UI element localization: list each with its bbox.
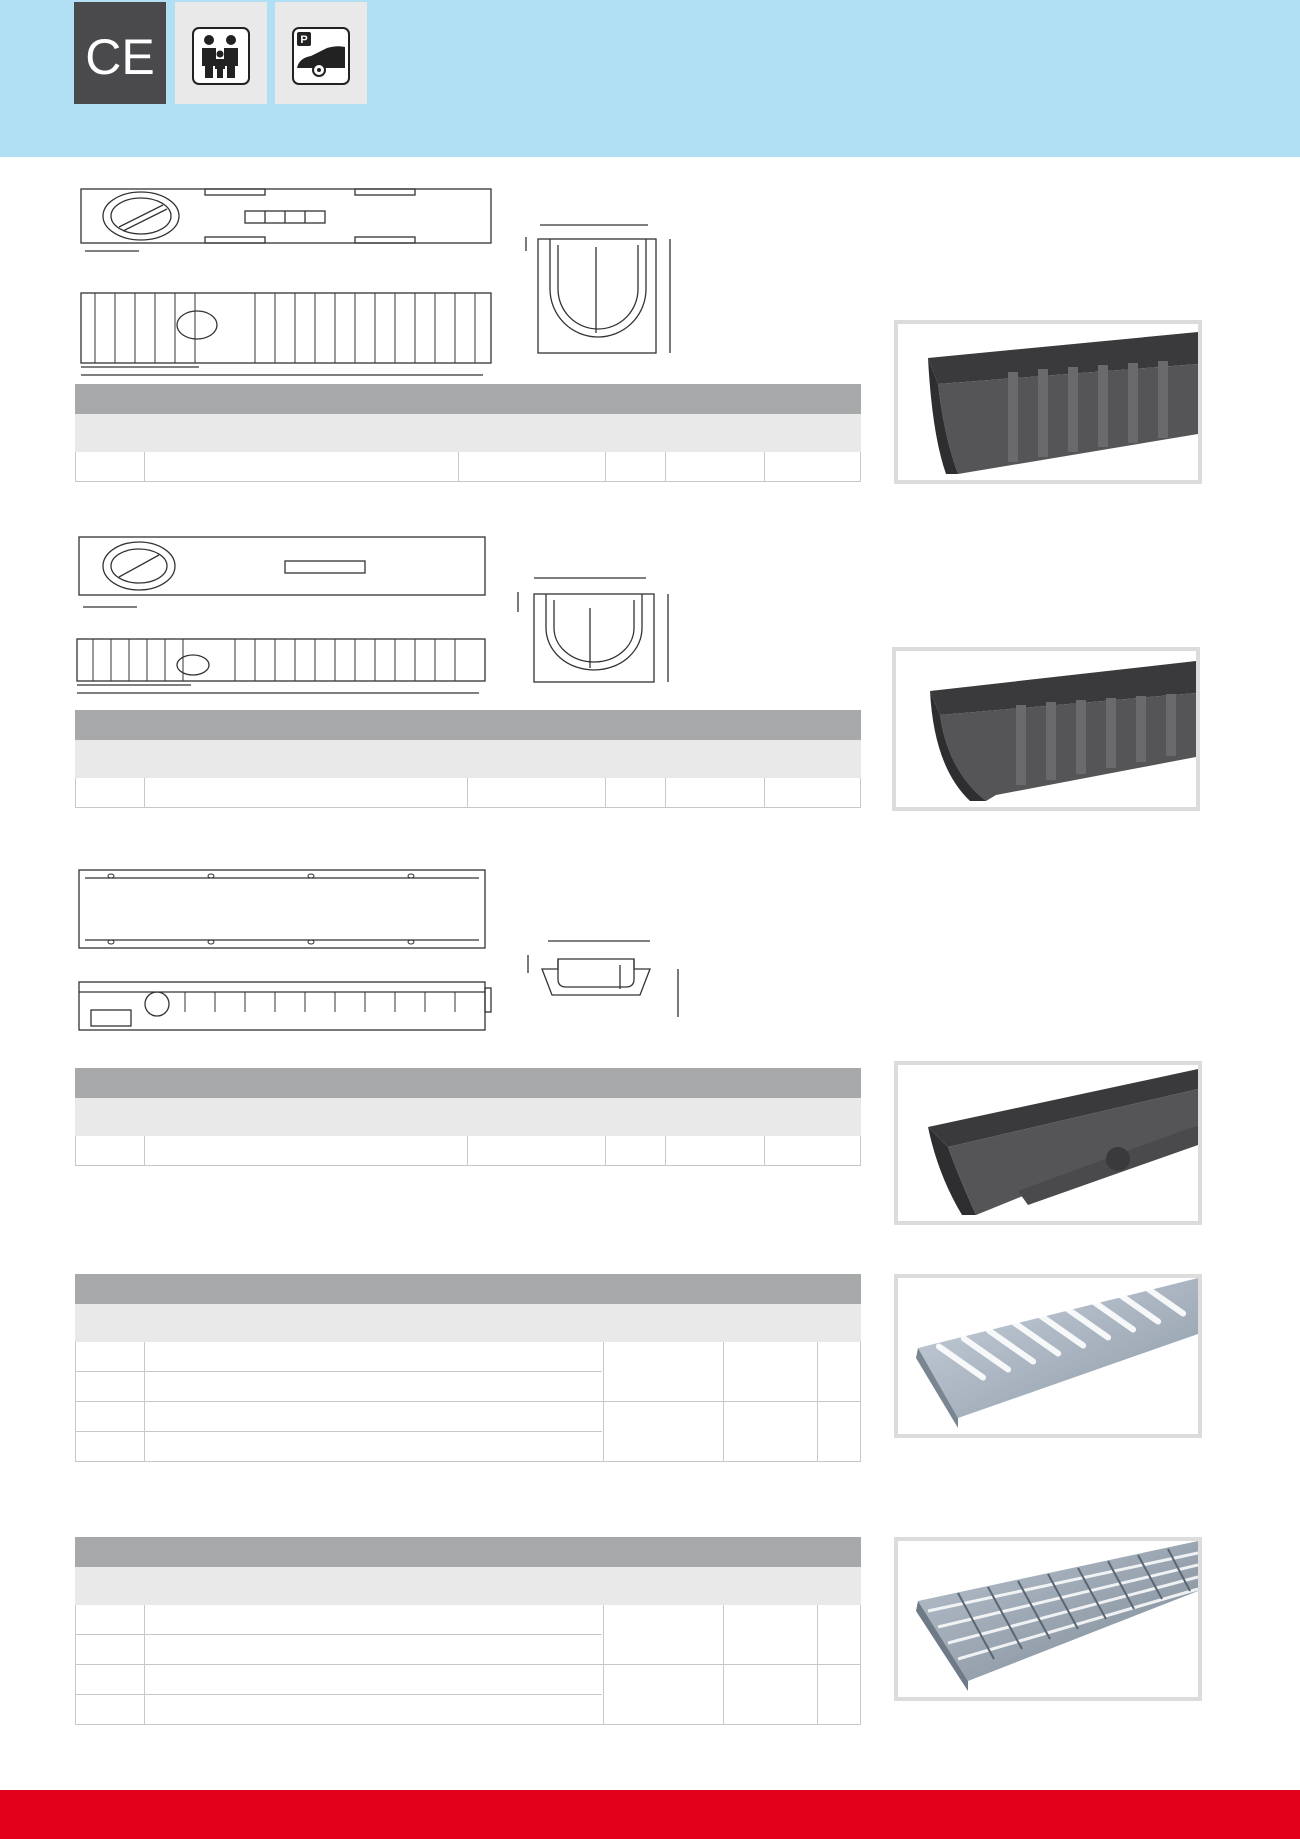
table-subheader-bar xyxy=(75,1098,861,1136)
pedestrian-badge xyxy=(175,2,267,104)
channel-1-spec-table xyxy=(75,384,861,482)
parking-car-icon: P xyxy=(292,27,350,85)
table-row xyxy=(76,1402,602,1432)
table-row xyxy=(76,1695,860,1725)
table-row xyxy=(76,1372,860,1402)
channel-2-spec-table xyxy=(75,710,861,808)
ce-mark-icon: CE xyxy=(85,29,154,85)
channel-2-section-drawing xyxy=(512,572,682,687)
table-body xyxy=(75,1605,861,1725)
parking-badge: P xyxy=(275,2,367,104)
table-subheader-bar xyxy=(75,740,861,778)
grating-2-photo xyxy=(894,1537,1202,1701)
table-header-bar xyxy=(75,710,861,740)
footer-band xyxy=(0,1790,1300,1839)
table-header-bar xyxy=(75,384,861,414)
table-header-bar xyxy=(75,1274,861,1304)
table-header-bar xyxy=(75,1537,861,1567)
table-row xyxy=(76,1665,602,1695)
table-row xyxy=(76,1342,602,1372)
svg-text:CE: CE xyxy=(85,29,154,85)
channel-1-photo xyxy=(894,320,1202,484)
header-band: CE P xyxy=(0,0,1300,157)
table-row xyxy=(76,1605,602,1635)
channel-3-plan-drawing xyxy=(75,868,495,1043)
channel-3-spec-table xyxy=(75,1068,861,1166)
table-row xyxy=(76,778,860,808)
svg-text:P: P xyxy=(300,34,307,46)
pedestrian-icon xyxy=(192,27,250,85)
table-header-bar xyxy=(75,1068,861,1098)
channel-1-plan-drawing xyxy=(75,185,495,385)
table-row xyxy=(76,1635,860,1665)
table-subheader-bar xyxy=(75,414,861,452)
table-body xyxy=(75,778,861,808)
channel-2-plan-drawing xyxy=(75,535,495,705)
table-body xyxy=(75,1342,861,1462)
table-subheader-bar xyxy=(75,1567,861,1605)
channel-1-section-drawing xyxy=(520,215,680,360)
table-row xyxy=(76,1136,860,1166)
channel-3-section-drawing xyxy=(518,935,688,1025)
ce-mark-badge: CE xyxy=(74,2,166,104)
table-body xyxy=(75,452,861,482)
table-subheader-bar xyxy=(75,1304,861,1342)
channel-2-photo xyxy=(892,647,1200,811)
channel-3-photo xyxy=(894,1061,1202,1225)
grating-1-spec-table xyxy=(75,1274,861,1462)
table-row xyxy=(76,452,860,482)
grating-1-photo xyxy=(894,1274,1202,1438)
table-body xyxy=(75,1136,861,1166)
table-row xyxy=(76,1432,860,1462)
grating-2-spec-table xyxy=(75,1537,861,1725)
